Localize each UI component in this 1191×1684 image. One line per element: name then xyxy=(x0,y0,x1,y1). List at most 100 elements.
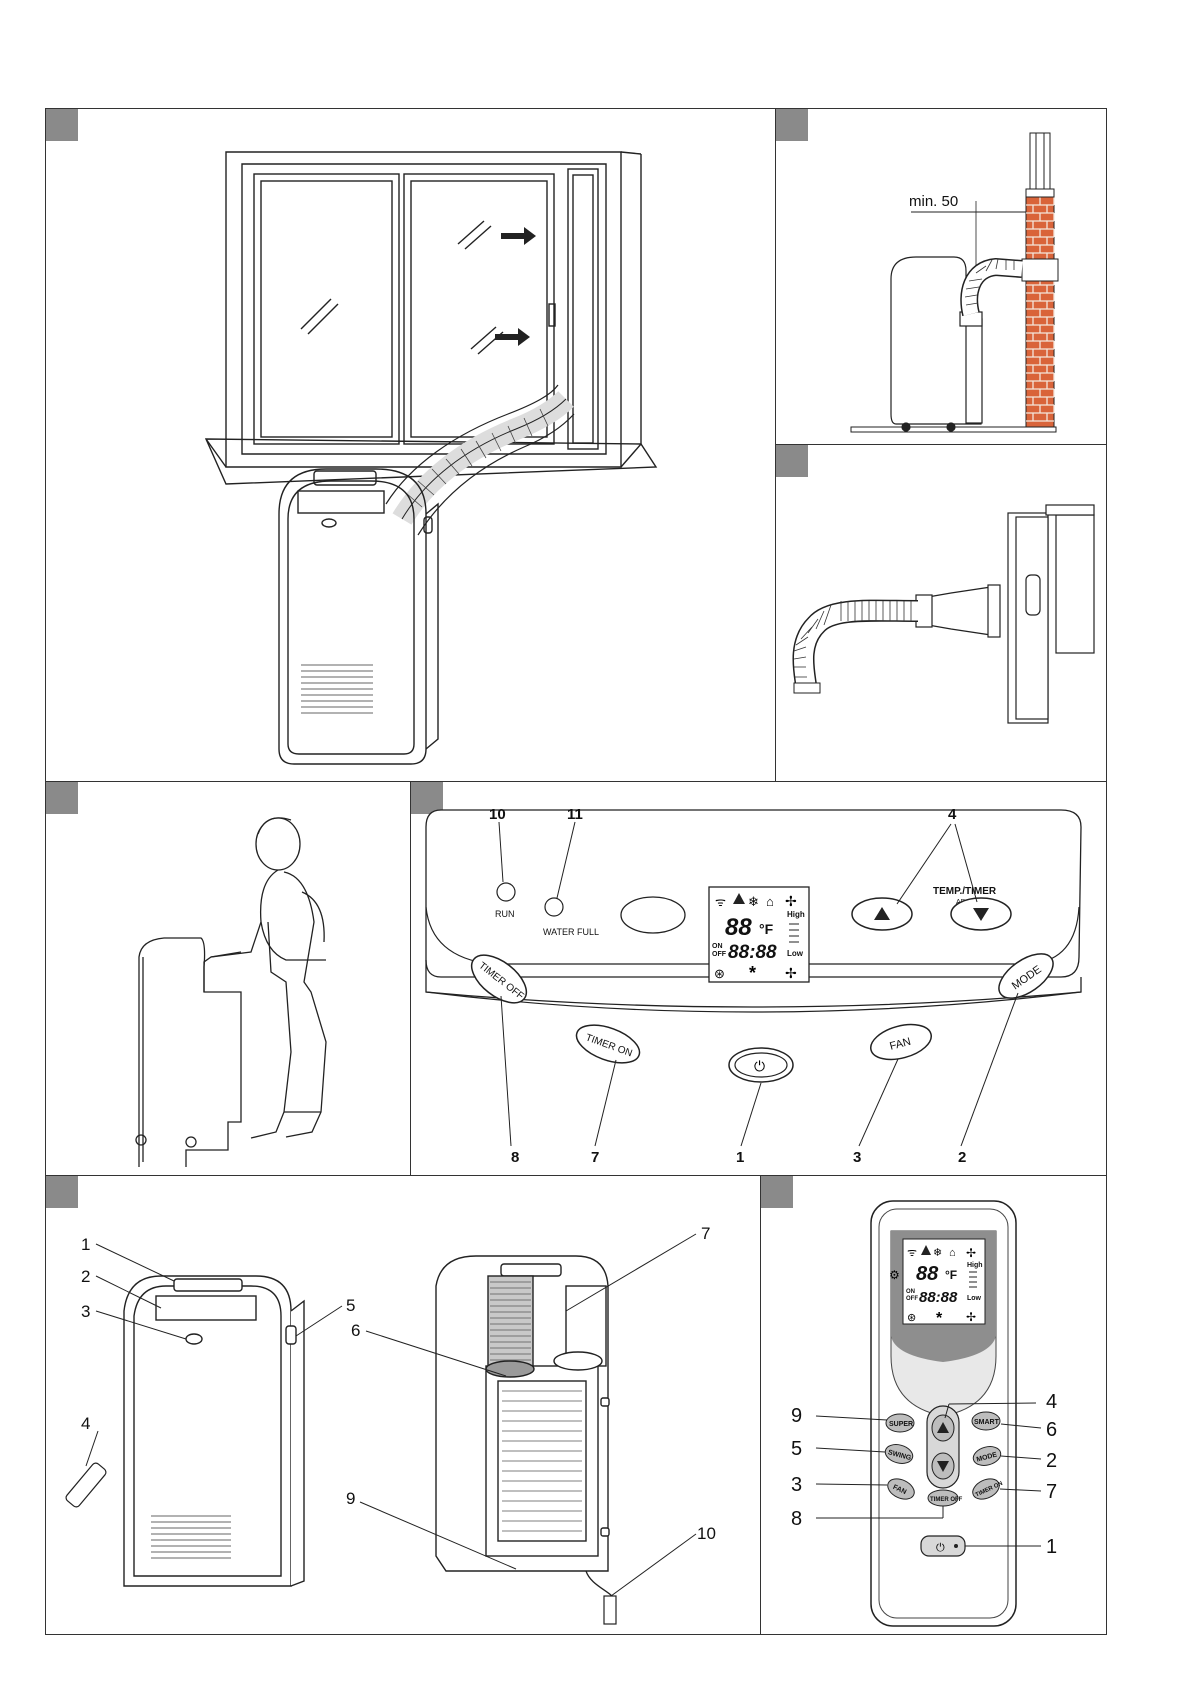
smart-label: SMART xyxy=(974,1419,1000,1426)
triangle-icon xyxy=(921,1245,931,1255)
panel-wall-distance: min. 50 xyxy=(775,108,1107,445)
mode-button[interactable]: MODE xyxy=(991,945,1060,1007)
callout-5: 5 xyxy=(791,1438,802,1460)
panel-control-panel: 10 11 4 RUN WATER FULL ᯤ ❄ ⌂ ✢ 88 °F Hig… xyxy=(410,781,1107,1176)
callout-2: 2 xyxy=(1046,1450,1057,1472)
lcd-on: ON xyxy=(712,943,723,950)
lcd-high: High xyxy=(967,1262,983,1269)
fan-low-icon: ✢ xyxy=(966,1310,976,1324)
power-icon: ⏻ xyxy=(754,1058,765,1074)
callout-6: 6 xyxy=(1046,1419,1057,1441)
run-led xyxy=(496,882,516,902)
callout-4: 4 xyxy=(1046,1391,1057,1413)
power-button[interactable]: ⏻ xyxy=(728,1047,794,1083)
temp-up-button[interactable] xyxy=(851,897,913,931)
callout-1: 1 xyxy=(736,1149,744,1166)
callout-10: 10 xyxy=(489,806,506,823)
callout-3: 3 xyxy=(791,1474,802,1496)
lcd-display: ᯤ ❄ ⌂ ✢ 88 °F High Low ON OFF 88:88 ⊛ * … xyxy=(708,886,810,983)
callout-2: 2 xyxy=(81,1267,90,1286)
timer-on-button[interactable]: TIMER ON xyxy=(572,1018,645,1071)
hose-adapter-illustration xyxy=(792,504,1095,724)
moving-unit-illustration xyxy=(135,817,327,1167)
lcd-unit: °F xyxy=(759,921,774,937)
lcd-temp: 88 xyxy=(725,914,752,941)
remote-temp-down-button[interactable] xyxy=(931,1452,955,1480)
unit-parts-illustration: 1 2 3 4 5 6 7 9 10 xyxy=(65,1224,716,1625)
callout-4: 4 xyxy=(948,806,957,823)
asterisk-icon: * xyxy=(936,1310,943,1327)
smart-button[interactable]: SMART xyxy=(971,1411,1001,1431)
wireless-icon: ᯤ xyxy=(907,1247,917,1259)
snowflake-icon: ❄ xyxy=(933,1247,942,1259)
fan-low-icon: ✢ xyxy=(785,965,797,981)
swing-icon: ⊛ xyxy=(907,1312,916,1324)
panel-tab xyxy=(776,445,808,477)
lcd-low: Low xyxy=(967,1295,982,1302)
callout-3: 3 xyxy=(853,1149,861,1166)
panel-tab xyxy=(46,782,78,814)
panel-tab xyxy=(411,782,443,814)
callout-9: 9 xyxy=(346,1489,355,1508)
panel-window-installation xyxy=(45,108,776,782)
triangle-icon xyxy=(733,893,745,904)
power-plug xyxy=(603,1595,617,1625)
callout-8: 8 xyxy=(511,1149,519,1166)
arrow-down-icon xyxy=(973,908,989,921)
ir-receiver xyxy=(620,896,686,934)
snowflake-icon: ❄ xyxy=(748,894,759,909)
super-label: SUPER xyxy=(889,1421,913,1428)
remote-fan-button[interactable]: FAN xyxy=(885,1475,918,1503)
temp-timer-label: TEMP./TIMER xyxy=(933,886,997,897)
panel-tab xyxy=(46,109,78,141)
callout-9: 9 xyxy=(791,1405,802,1427)
sensor-icon: ⚙ xyxy=(889,1268,900,1282)
callout-5: 5 xyxy=(346,1296,355,1315)
callout-1: 1 xyxy=(81,1235,90,1254)
water-full-label: WATER FULL xyxy=(543,927,599,937)
fan-icon: ✢ xyxy=(785,893,797,909)
arrow-up-icon xyxy=(937,1422,949,1433)
remote-mode-button[interactable]: MODE xyxy=(971,1444,1003,1469)
swing-icon: ⊛ xyxy=(714,966,725,981)
fan-button[interactable]: FAN xyxy=(867,1019,935,1066)
remote-power-button[interactable]: ⏻ xyxy=(920,1535,966,1557)
panel-moving-unit xyxy=(45,781,411,1176)
callout-10: 10 xyxy=(697,1524,716,1543)
temp-down-button[interactable] xyxy=(950,897,1012,931)
window-installation-illustration xyxy=(204,151,658,765)
drop-icon: ⌂ xyxy=(949,1247,956,1259)
callout-11: 11 xyxy=(567,806,583,823)
panel-remote-control: ᯤ ❄ ⌂ ✢ 88 °F High Low ON OFF 88:88 ⊛ * … xyxy=(760,1175,1107,1635)
remote-lcd: ᯤ ❄ ⌂ ✢ 88 °F High Low ON OFF 88:88 ⊛ * … xyxy=(889,1238,986,1327)
fan-icon: ✢ xyxy=(966,1246,976,1260)
water-full-led xyxy=(544,897,564,917)
callout-8: 8 xyxy=(791,1508,802,1530)
drop-icon: ⌂ xyxy=(766,894,774,909)
callout-7: 7 xyxy=(701,1224,710,1243)
panel-tab xyxy=(776,109,808,141)
callout-7: 7 xyxy=(591,1149,599,1166)
dimension-label: min. 50 xyxy=(909,193,958,210)
power-icon: ⏻ xyxy=(936,1542,945,1554)
callout-6: 6 xyxy=(351,1321,360,1340)
callout-4: 4 xyxy=(81,1414,90,1433)
callout-7: 7 xyxy=(1046,1481,1057,1503)
fan-label: FAN xyxy=(888,1036,912,1053)
arrow-up-icon xyxy=(874,907,890,920)
remote-temp-up-button[interactable] xyxy=(931,1414,955,1442)
remote-timer-off-button[interactable]: TIMER OFF xyxy=(927,1489,963,1507)
lcd-off: OFF xyxy=(906,1296,918,1302)
arrow-down-icon xyxy=(937,1461,949,1472)
swing-button[interactable]: SWING xyxy=(883,1442,915,1467)
lcd-temp: 88 xyxy=(916,1263,939,1285)
super-button[interactable]: SUPER xyxy=(885,1413,915,1433)
control-panel-illustration: 10 11 4 RUN WATER FULL ᯤ ❄ ⌂ ✢ 88 °F Hig… xyxy=(425,806,1082,1166)
lcd-on: ON xyxy=(906,1289,915,1295)
lcd-unit: °F xyxy=(945,1268,957,1282)
remote-timer-off-label: TIMER OFF xyxy=(930,1497,963,1503)
lcd-off: OFF xyxy=(712,951,727,958)
remote-control-small xyxy=(65,1462,107,1508)
wireless-icon: ᯤ xyxy=(715,895,726,909)
lcd-low: Low xyxy=(787,949,804,958)
